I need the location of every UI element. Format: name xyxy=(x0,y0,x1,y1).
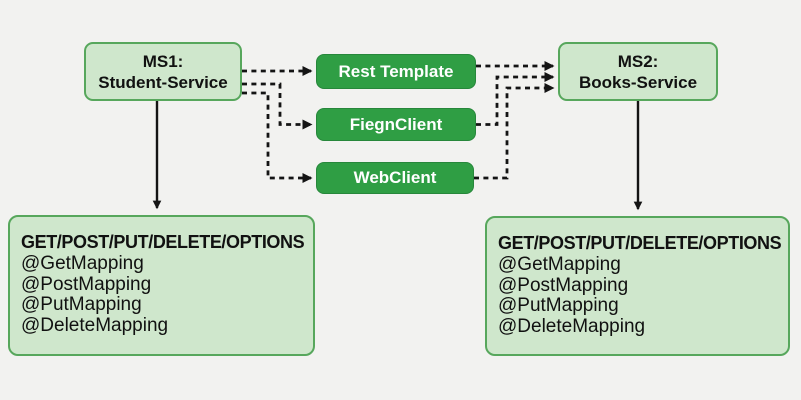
ms1-title-line1: MS1: xyxy=(142,51,184,71)
endpoint-item: @GetMapping xyxy=(21,253,144,274)
endpoint-item: @PostMapping xyxy=(21,273,152,295)
fiegn-client-label: FiegnClient xyxy=(349,114,443,134)
endpoint-item: @DeleteMapping xyxy=(21,314,169,336)
rest-template-label: Rest Template xyxy=(338,61,454,81)
ms2-title-line2: Books-Service xyxy=(578,72,698,92)
rest-template-node: Rest Template xyxy=(316,54,476,89)
fiegn-client-node: FiegnClient xyxy=(316,108,476,141)
endpoints-right-title: GET/POST/PUT/DELETE/OPTIONS xyxy=(498,233,782,253)
arrow-fiegn-client-to-ms2 xyxy=(476,71,555,126)
ms2-books-service-node: MS2: Books-Service xyxy=(558,42,718,101)
endpoints-right-panel: GET/POST/PUT/DELETE/OPTIONS @GetMapping … xyxy=(485,216,790,356)
endpoint-item: @PutMapping xyxy=(498,295,619,316)
arrow-ms1-to-web-client xyxy=(242,91,313,184)
ms2-title-line1: MS2: xyxy=(617,51,659,71)
web-client-label: WebClient xyxy=(353,168,437,187)
web-client-node: WebClient xyxy=(316,162,474,194)
endpoint-item: @PostMapping xyxy=(498,274,629,296)
endpoint-item: @PutMapping xyxy=(21,294,142,315)
ms1-title-line2: Student-Service xyxy=(98,72,228,92)
endpoints-left-panel: GET/POST/PUT/DELETE/OPTIONS @GetMapping … xyxy=(8,215,315,356)
endpoint-item: @GetMapping xyxy=(498,254,621,275)
arrow-web-client-to-ms2 xyxy=(474,82,555,180)
ms1-student-service-node: MS1: Student-Service xyxy=(84,42,242,101)
arrow-ms1-to-fiegn-client xyxy=(242,82,313,130)
endpoint-item: @DeleteMapping xyxy=(498,315,646,337)
endpoints-left-title: GET/POST/PUT/DELETE/OPTIONS xyxy=(21,232,305,252)
